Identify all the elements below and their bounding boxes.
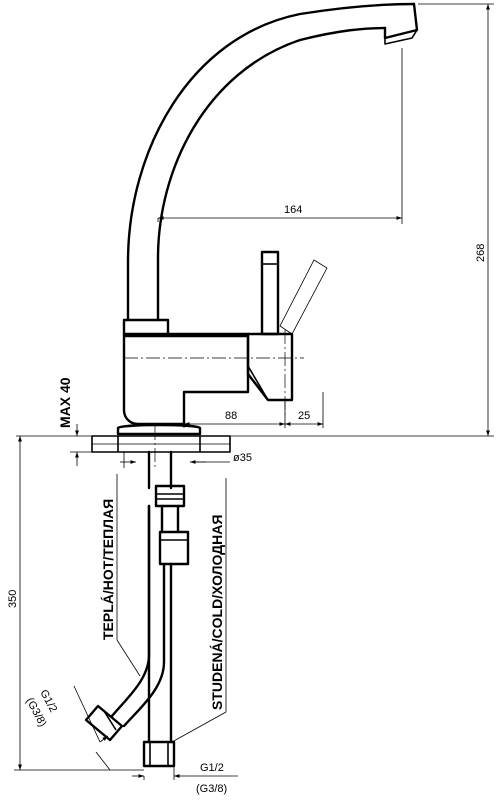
- dim-body-offset-label: 88: [225, 410, 237, 422]
- dim-hole-diameter-label: ø35: [233, 452, 252, 464]
- dim-max-counter-label: MAX 40: [57, 377, 73, 428]
- faucet-body: [122, 250, 328, 426]
- cold-thread-alt-label: (G3/8): [196, 783, 227, 795]
- hot-hose: [84, 504, 166, 742]
- dim-hose-length-label: 350: [7, 590, 19, 608]
- dim-body-offsets: 88 25: [183, 392, 324, 428]
- dim-total-height-label: 268: [475, 244, 487, 262]
- dim-spout-reach: 164: [157, 48, 403, 224]
- dim-hole-diameter: ø35: [120, 452, 252, 468]
- base-plate: [91, 423, 231, 453]
- faucet-spout: [126, 2, 419, 322]
- cold-hose-label: STUDENÁ/COLD/ХОЛОДНАЯ: [209, 515, 225, 710]
- dim-hose-length: 350: [7, 436, 144, 771]
- dim-total-height: 268: [230, 3, 494, 437]
- cold-thread-label: G1/2: [200, 762, 224, 774]
- cold-hose: [142, 450, 190, 768]
- hot-hose-label: TEPLÁ/HOT/ТЕПЛАЯ: [100, 499, 116, 640]
- cold-connection: G1/2 (G3/8): [132, 762, 238, 795]
- hose-labels: TEPLÁ/HOT/ТЕПЛАЯ STUDENÁ/COLD/ХОЛОДНАЯ: [100, 474, 227, 743]
- dim-lever-offset-label: 25: [298, 410, 310, 422]
- dim-max-counter: MAX 40: [16, 377, 92, 466]
- dim-spout-reach-label: 164: [284, 204, 302, 216]
